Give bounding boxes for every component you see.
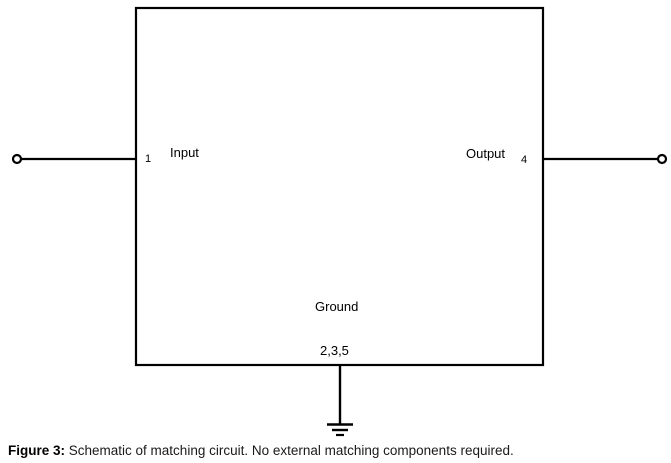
- figure-caption-label: Figure 3:: [8, 443, 66, 458]
- pin-number-input: 1: [145, 153, 152, 165]
- ground-symbol-icon: [327, 423, 353, 437]
- figure-caption: Figure 3: Schematic of matching circuit.…: [8, 442, 663, 460]
- port-label-input: Input: [170, 145, 199, 160]
- input-terminal-icon: [11, 153, 23, 165]
- output-terminal-icon: [656, 153, 668, 165]
- pin-number-ground: 2,3,5: [320, 343, 349, 358]
- figure-caption-text: Schematic of matching circuit. No extern…: [65, 443, 514, 458]
- port-label-ground: Ground: [315, 299, 359, 314]
- pin-number-output: 4: [521, 154, 528, 166]
- port-label-output: Output: [466, 146, 506, 161]
